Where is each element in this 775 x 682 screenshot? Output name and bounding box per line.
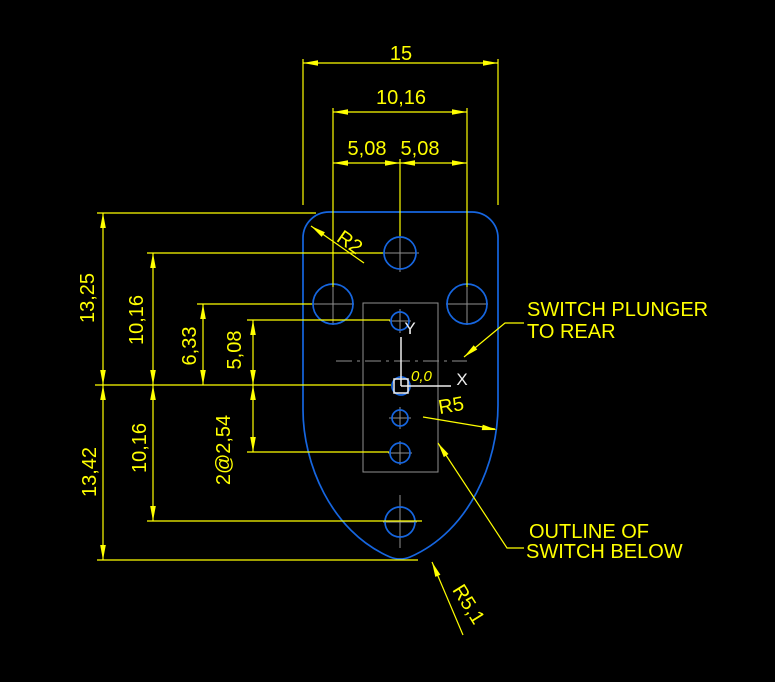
note-outline-line2: SWITCH BELOW xyxy=(526,541,683,563)
plate-outline xyxy=(302,211,499,560)
part-geometry xyxy=(302,211,499,560)
crosshair-top-hole xyxy=(381,234,419,272)
dim-upper-hole: 10,16 xyxy=(126,295,148,345)
radius-label-corner: R2 xyxy=(333,226,367,259)
arrowheads xyxy=(100,60,498,577)
dim-half-right: 5,08 xyxy=(401,138,440,160)
note-plunger-line1: SWITCH PLUNGER xyxy=(527,299,708,321)
dim-side-holes: 6,33 xyxy=(179,327,201,366)
origin-coordinate-text: 0,0 xyxy=(411,368,433,385)
dim-total-width: 15 xyxy=(390,43,412,65)
crosshair-pattern-hole-2 xyxy=(388,441,412,465)
note-outline-line1: OUTLINE OF xyxy=(529,521,649,543)
dim-lower-pattern: 2@2,54 xyxy=(213,415,235,485)
crosshair-left-hole xyxy=(312,283,354,325)
crosshair-right-hole xyxy=(446,283,488,325)
pattern-hole-1 xyxy=(391,409,409,427)
dim-lower-total: 13,42 xyxy=(79,447,101,497)
switch-body-outline-rect xyxy=(362,302,439,473)
pattern-hole-2 xyxy=(389,442,411,464)
note-plunger-line2: TO REAR xyxy=(527,321,616,343)
top-mount-hole xyxy=(383,236,417,270)
radius-label-bottom: R5,1 xyxy=(448,581,489,628)
dimension-layer: 15 10,16 5,08 5,08 13,25 10,16 6,33 5,08… xyxy=(77,43,708,636)
ucs-x-label: X xyxy=(456,370,467,389)
dim-plunger-hole: 5,08 xyxy=(224,331,246,370)
ucs-origin-box xyxy=(393,378,409,394)
bottom-mount-hole xyxy=(384,506,416,538)
leader-outline-note xyxy=(437,442,524,549)
plunger-hole xyxy=(390,311,410,331)
leader-plunger-note xyxy=(463,322,524,358)
dim-hole-span: 10,16 xyxy=(376,87,426,109)
dim-upper-total: 13,25 xyxy=(77,273,99,323)
ucs-y-label: Y xyxy=(404,319,415,338)
dim-half-left: 5,08 xyxy=(348,138,387,160)
reference-geometry xyxy=(312,234,488,548)
radius-label-side: R5 xyxy=(437,393,466,419)
dim-lower-hole: 10,16 xyxy=(129,423,151,473)
ucs-icon: X Y xyxy=(393,319,468,394)
crosshair-plunger-hole xyxy=(389,309,411,333)
